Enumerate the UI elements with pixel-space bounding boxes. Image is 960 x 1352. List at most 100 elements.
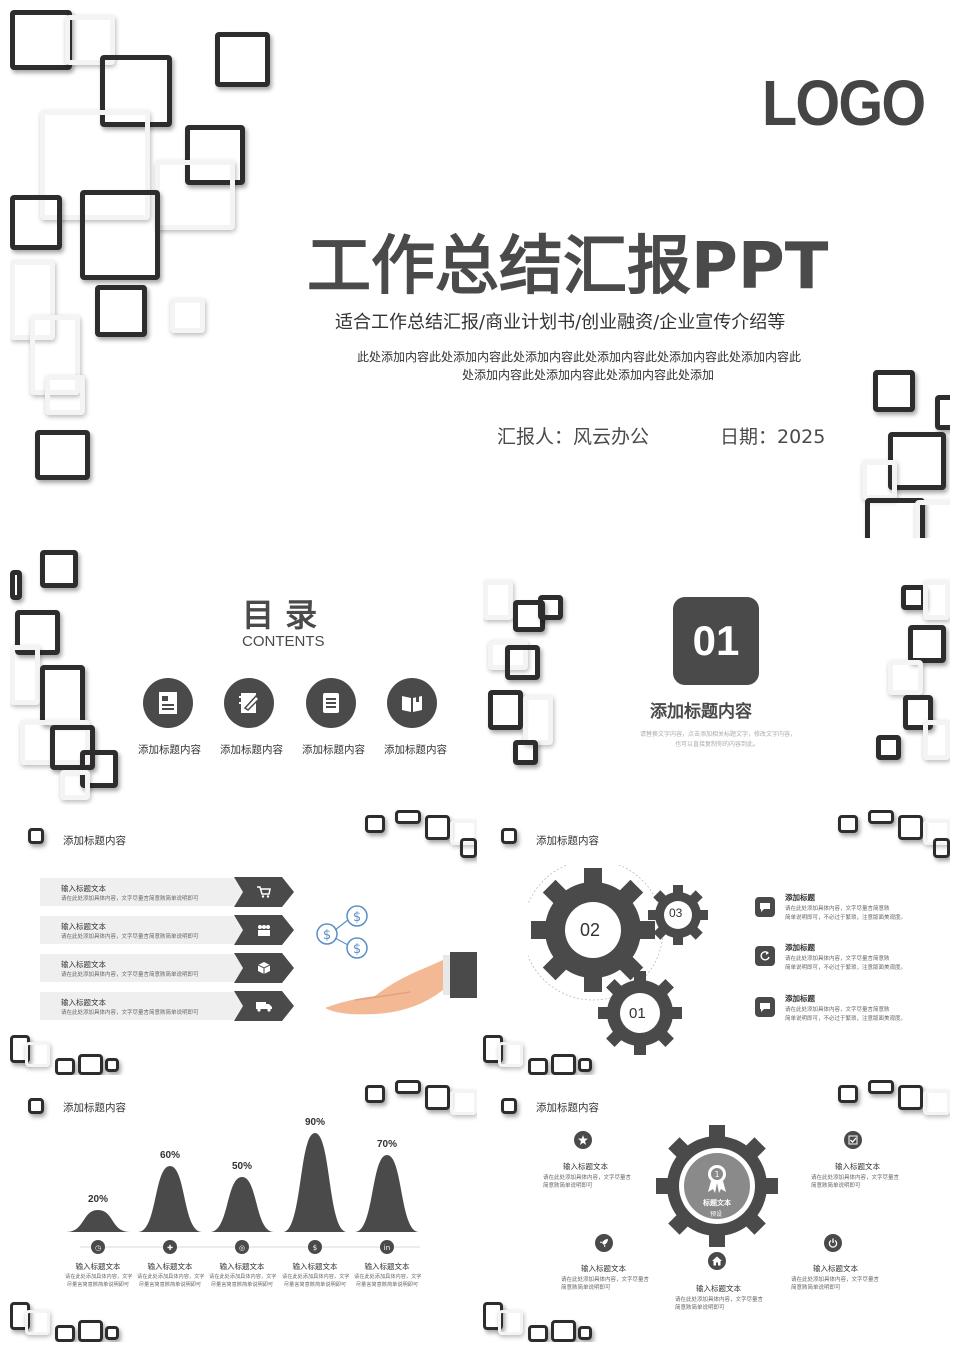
circle-item-line1: 请在此处添加具体内容，文字尽量言 [675, 1297, 764, 1303]
star-icon[interactable] [574, 1131, 592, 1149]
list-item-title: 输入标题文本 [61, 884, 106, 893]
clock-icon-glyph: ◷ [95, 1244, 102, 1252]
toc-icon-1[interactable] [143, 678, 193, 728]
list-item-body: 请在此处添加具体内容，文字尽量言简意赅简单说明即可 [61, 896, 199, 902]
circle-item-title: 输入标题文本 [563, 1162, 608, 1171]
circle-heading: 添加标题内容 [536, 1102, 599, 1114]
svg-text:$: $ [353, 942, 361, 957]
section-slide: 01 添加标题内容 请替换文字内容，点击添加相关标题文字，修改文字内容， 也可以… [483, 545, 950, 805]
list-item-title: 输入标题文本 [61, 922, 106, 931]
linkedin-icon [380, 1240, 394, 1254]
circle-item-title: 输入标题文本 [835, 1162, 880, 1171]
power-icon[interactable] [824, 1234, 842, 1252]
circle-item-line1: 请在此处添加具体内容，文字尽量言 [561, 1277, 650, 1283]
box-icon [258, 962, 270, 974]
wave-item-title: 输入标题文本 [292, 1262, 338, 1271]
wave-heading: 添加标题内容 [63, 1102, 126, 1114]
list-heading: 添加标题内容 [63, 835, 126, 847]
check-icon[interactable] [844, 1131, 862, 1149]
toc-item-3[interactable]: 添加标题内容 [302, 744, 365, 756]
hand-money-illustration: $ $ $ [316, 905, 477, 1015]
toc-item-4[interactable]: 添加标题内容 [384, 744, 447, 756]
cover-subtitle: 适合工作总结汇报/商业计划书/创业融资/企业宣传介绍等 [335, 312, 786, 333]
center-title: 标题文本 [703, 1199, 731, 1207]
toc-icon-4[interactable] [387, 678, 437, 728]
gear-item-line2: 简单说明即可，不必过于繁琐，注意版面美观度。 [785, 1016, 907, 1022]
list-row-4 [40, 992, 250, 1020]
list-row-2 [40, 916, 250, 944]
gear-item-title: 添加标题 [785, 943, 815, 952]
wave-item-line1: 请在此处添加具体内容，文字 [65, 1274, 133, 1280]
target-icon-glyph: ◎ [239, 1244, 245, 1252]
clock-icon [91, 1240, 105, 1254]
gear-item-icon-2[interactable] [755, 946, 775, 966]
cart-icon [257, 886, 271, 898]
refresh-icon [760, 951, 770, 961]
circle-item-line1: 请在此处添加具体内容，文字尽量言 [543, 1175, 632, 1181]
toc-title: 目 录 [242, 596, 318, 634]
wave-item-line1: 请在此处添加具体内容，文字 [137, 1274, 205, 1280]
list-slide: 添加标题内容 输入标题文本 请在此处添加具体内容，文字尽量言简意赅简单说明即可 … [10, 810, 477, 1075]
home-icon[interactable] [708, 1252, 726, 1270]
toc-icon-2[interactable] [224, 678, 274, 728]
wave-chart: 20%◷60%✚50%◎90%$70%in [62, 1117, 430, 1254]
toc-slide: 目 录 CONTENTS 添加标题内容 添加标题内容 添加标题内容 添加标题内容 [10, 545, 477, 805]
dollar-icon [308, 1240, 322, 1254]
wave-value-label: 20% [88, 1194, 108, 1205]
list-chevron-4[interactable] [234, 991, 294, 1021]
list-chevron-2[interactable] [234, 915, 294, 945]
wave-item-line1: 请在此处添加具体内容，文字 [282, 1274, 350, 1280]
toc-item-2[interactable]: 添加标题内容 [220, 744, 283, 756]
cover-slide: LOGO 工作总结汇报PPT 适合工作总结汇报/商业计划书/创业融资/企业宣传介… [10, 10, 950, 538]
wave-item-line2: 尽量言简意赅简单说明即可 [355, 1282, 419, 1288]
list-item-body: 请在此处添加具体内容，文字尽量言简意赅简单说明即可 [61, 1010, 199, 1016]
rocket-icon[interactable] [595, 1234, 613, 1252]
gear-01 [598, 971, 682, 1055]
list-chevron-3[interactable] [234, 953, 294, 983]
section-title: 添加标题内容 [650, 702, 752, 722]
cover-desc-line1: 此处添加内容此处添加内容此处添加内容此处添加内容此处添加内容此处添加内容此 [357, 350, 802, 364]
section-desc-line1: 请替换文字内容，点击添加相关标题文字，修改文字内容， [640, 731, 797, 738]
date-label: 日期：2025 [720, 426, 826, 448]
wave-value-label: 70% [377, 1139, 397, 1150]
svg-text:1: 1 [714, 1170, 719, 1179]
svg-text:$: $ [353, 910, 361, 925]
cover-title: 工作总结汇报PPT [307, 230, 829, 304]
people-icon [258, 925, 270, 936]
wave-value-label: 60% [160, 1150, 180, 1161]
gear-heading: 添加标题内容 [536, 835, 599, 847]
gear-item-icon-1[interactable] [755, 897, 775, 917]
circle-item-title: 输入标题文本 [581, 1264, 626, 1273]
target-icon [235, 1240, 249, 1254]
wave-area [62, 1133, 430, 1232]
globe-icon [163, 1240, 177, 1254]
circle-item-line2: 简意赅简单说明即可 [675, 1305, 725, 1311]
section-desc-line2: 也可以直接复制你的内容到此。 [675, 741, 760, 748]
list-item-body: 请在此处添加具体内容，文字尽量言简意赅简单说明即可 [61, 934, 199, 940]
gear-slide: 添加标题内容 [483, 810, 950, 1075]
gear-03 [648, 885, 708, 945]
document-icon [159, 692, 177, 714]
list-row-3 [40, 954, 250, 982]
checklist-icon [323, 693, 339, 713]
circle-item-line2: 简意赅简单说明即可 [791, 1285, 841, 1291]
gear-item-line1: 请在此处添加具体内容，文字尽量言简意赅 [785, 906, 890, 912]
truck-icon [256, 1001, 272, 1012]
circle-item-title: 输入标题文本 [813, 1264, 858, 1273]
wave-chart-slide: 添加标题内容 20%◷60%✚50%◎90%$70%in 输入标题文本请在此处添… [10, 1080, 477, 1342]
toc-icon-3[interactable] [306, 678, 356, 728]
gear-item-icon-3[interactable] [755, 997, 775, 1017]
logo: LOGO [762, 67, 926, 139]
toc-item-1[interactable]: 添加标题内容 [138, 744, 201, 756]
globe-icon-glyph: ✚ [167, 1244, 173, 1252]
wave-item-line1: 请在此处添加具体内容，文字 [209, 1274, 277, 1280]
svg-text:$: $ [323, 928, 331, 943]
gear-item-line1: 请在此处添加具体内容，文字尽量言简意赅 [785, 1007, 890, 1013]
gears-illustration [528, 865, 708, 1055]
center-gear: 1 [656, 1125, 778, 1247]
list-chevron-1[interactable] [234, 877, 294, 907]
message-icon [760, 1002, 770, 1012]
wave-item-title: 输入标题文本 [75, 1262, 121, 1271]
circle-item-line1: 请在此处添加具体内容，文字尽量言 [791, 1277, 880, 1283]
section-number-box: 01 [673, 597, 759, 685]
